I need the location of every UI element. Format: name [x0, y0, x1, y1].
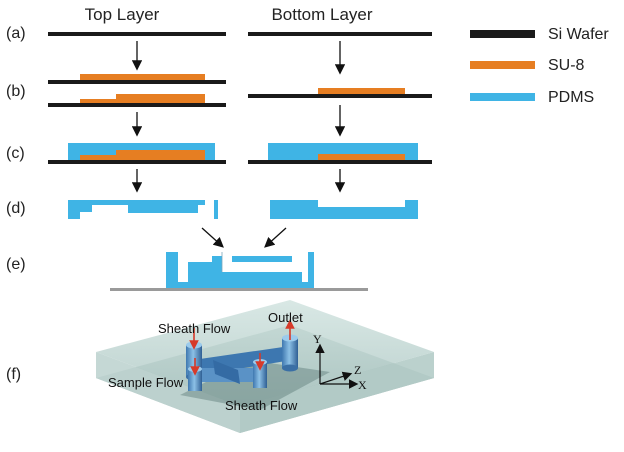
legend-label-su8: SU-8 [548, 57, 585, 74]
axis-label-z: Z [354, 363, 361, 377]
step-label-e: (e) [6, 256, 26, 273]
axes-triad: Y Z X [313, 332, 367, 392]
step-label-f: (f) [6, 366, 21, 383]
su8-top-c-thin [80, 155, 116, 160]
top-wafer-b1 [48, 80, 226, 84]
step-label-d: (d) [6, 200, 26, 217]
top-wafer-c [48, 160, 226, 164]
device-3d-view [96, 300, 434, 433]
header-bottom-layer: Bottom Layer [271, 5, 372, 24]
legend-swatch-pdms [470, 93, 535, 101]
axis-label-x: X [358, 378, 367, 392]
arrow-left-to-bond [201, 227, 224, 248]
label-sample-flow: Sample Flow [108, 375, 184, 390]
top-wafer-a [48, 32, 226, 36]
legend-swatch-si-wafer [470, 30, 535, 38]
bottom-wafer-b [248, 94, 432, 98]
step-label-c: (c) [6, 145, 25, 162]
su8-top-b2-thin [80, 99, 116, 103]
legend-label-si-wafer: Si Wafer [548, 26, 609, 43]
bottom-wafer-a [248, 32, 432, 36]
su8-top-c-thick [116, 150, 205, 160]
su8-bottom-c [318, 154, 405, 160]
bottom-wafer-c [248, 160, 432, 164]
legend-label-pdms: PDMS [548, 89, 594, 106]
bonded-device-e [166, 252, 314, 288]
su8-bottom-b [318, 88, 405, 94]
top-wafer-b2 [48, 103, 226, 107]
device-front-left-face [96, 352, 240, 433]
axis-label-y: Y [313, 332, 322, 346]
label-sheath-flow-bottom: Sheath Flow [225, 398, 298, 413]
step-label-b: (b) [6, 83, 26, 100]
label-sheath-flow-top: Sheath Flow [158, 321, 231, 336]
su8-top-b1 [80, 74, 205, 80]
legend: Si Wafer SU-8 PDMS [470, 26, 609, 106]
header-top-layer: Top Layer [85, 5, 160, 24]
pillar-outlet [282, 334, 298, 372]
su8-top-b2-thick [116, 94, 205, 103]
device-front-right-face [240, 352, 434, 433]
arrow-right-to-bond [264, 227, 287, 248]
pdms-top-d [68, 200, 218, 219]
axis-z-arrow [319, 371, 353, 385]
label-outlet: Outlet [268, 310, 303, 325]
legend-swatch-su8 [470, 61, 535, 69]
glass-substrate-e [110, 288, 368, 291]
step-label-a: (a) [6, 25, 26, 42]
pdms-bottom-d [270, 200, 418, 219]
